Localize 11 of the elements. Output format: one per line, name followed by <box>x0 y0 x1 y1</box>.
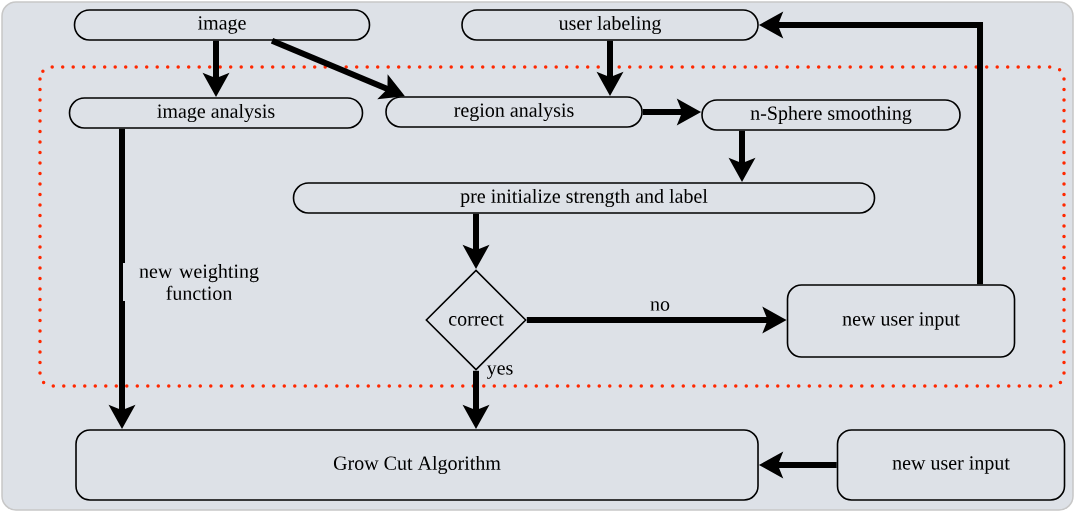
process-box: image <box>73 9 371 41</box>
process-box: user labeling <box>461 9 759 41</box>
process-box: n-Sphere smoothing <box>701 99 961 131</box>
process-box: image analysis <box>68 97 364 129</box>
process-box: region analysis <box>385 96 643 128</box>
process-box: new user input <box>836 429 1066 501</box>
process-box: Grow Cut Algorithm <box>75 429 759 501</box>
process-box: new user input <box>786 284 1016 358</box>
edge-label: new weighting function <box>123 262 275 302</box>
edge-label: no <box>649 300 671 312</box>
process-box: pre initialize strength and label <box>292 182 876 214</box>
